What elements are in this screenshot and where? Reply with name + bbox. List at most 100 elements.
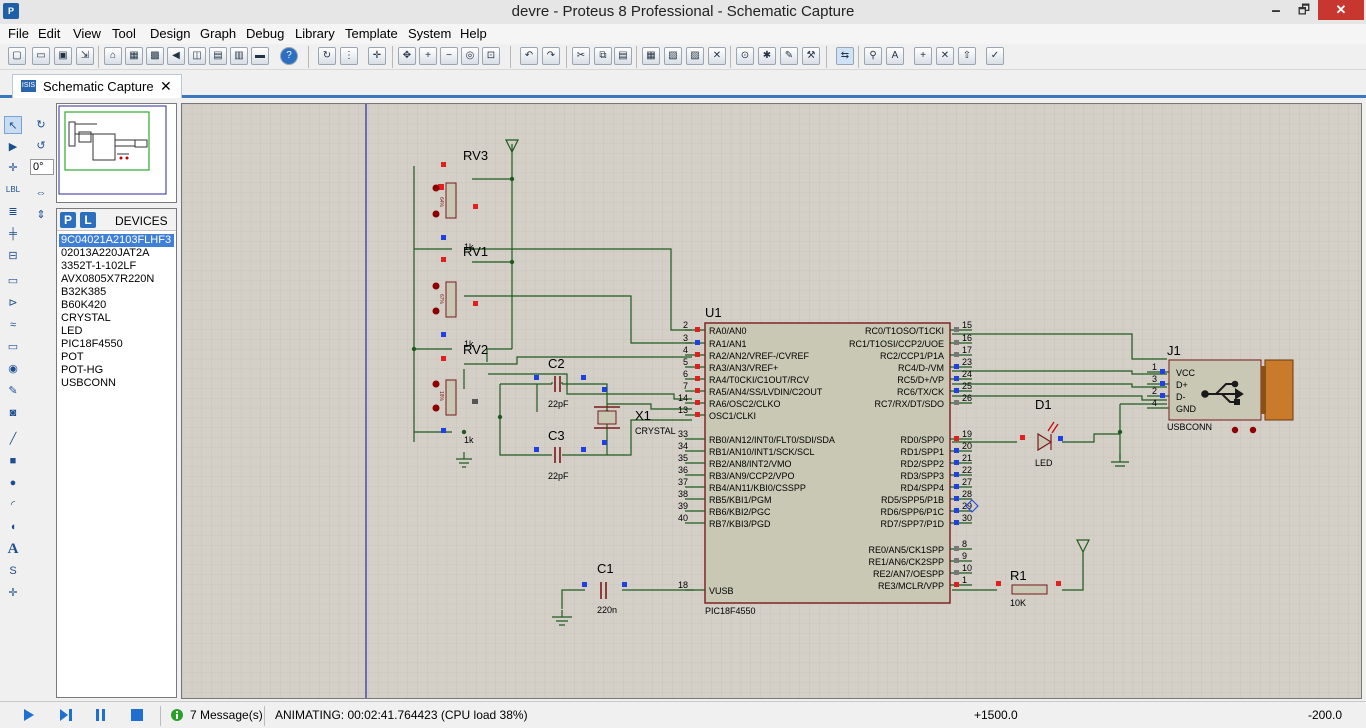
save-icon[interactable]: ▣ [54,47,72,65]
generator-icon[interactable]: ◉ [8,363,18,375]
property-assignment-icon[interactable]: A [886,47,904,65]
menu-file[interactable]: File [8,26,29,41]
pick-device-icon[interactable]: ⊙ [736,47,754,65]
block-rotate-icon[interactable]: ▨ [686,47,704,65]
circle-2d-icon[interactable]: ● [9,477,17,489]
device-pins-icon[interactable]: ⊳ [8,297,18,309]
device-item[interactable]: POT-HG [61,364,104,376]
block-move-icon[interactable]: ▧ [664,47,682,65]
pan-icon[interactable]: ✥ [398,47,416,65]
origin-icon[interactable]: ✛ [368,47,386,65]
text-2d-icon[interactable]: A [7,541,19,557]
play-icon[interactable] [22,708,36,722]
device-item[interactable]: 9C04021A2103FLHF3 [59,234,174,247]
copy-icon[interactable]: ⧉ [594,47,612,65]
voltage-probe-icon[interactable]: ✎ [8,385,18,397]
device-item[interactable]: LED [61,325,83,337]
device-item[interactable]: PIC18F4550 [61,338,123,350]
menu-graph[interactable]: Graph [200,26,237,41]
terminals-icon[interactable]: ▭ [7,275,19,287]
step-icon[interactable] [58,708,74,722]
info-icon[interactable] [170,708,184,722]
mirror-horizontal-icon[interactable]: ⇔ [35,187,47,199]
grid-toggle-icon[interactable]: ⋮ [340,47,358,65]
bill-of-materials-icon[interactable]: ▥ [230,47,248,65]
new-sheet-icon[interactable]: + [914,47,932,65]
device-item[interactable]: POT [61,351,84,363]
overview-window[interactable] [56,103,177,203]
menu-template[interactable]: Template [345,26,398,41]
tab-close-icon[interactable]: ✕ [160,78,172,94]
minimize-button[interactable]: 🗕 [1271,2,1281,17]
pause-icon[interactable] [94,708,108,722]
close-button[interactable]: ✕ [1318,0,1364,20]
electrical-rule-check-icon[interactable]: ✓ [986,47,1004,65]
block-copy-icon[interactable]: ▦ [642,47,660,65]
device-item[interactable]: USBCONN [61,377,117,389]
redo-icon[interactable]: ↷ [542,47,560,65]
zoom-out-icon[interactable]: − [440,47,458,65]
zoom-area-icon[interactable]: ⊡ [482,47,500,65]
u1-body[interactable] [704,322,951,604]
make-device-icon[interactable]: ✱ [758,47,776,65]
menu-edit[interactable]: Edit [38,26,61,41]
arc-2d-icon[interactable]: ◜ [10,499,16,511]
3d-visualizer-icon[interactable]: ◀ [167,47,185,65]
zoom-all-icon[interactable]: ◎ [461,47,479,65]
mirror-vertical-icon[interactable]: ⇕ [36,209,46,221]
library-manager-button[interactable]: L [80,212,96,228]
remove-sheet-icon[interactable]: ✕ [936,47,954,65]
menu-library[interactable]: Library [295,26,335,41]
zoom-in-icon[interactable]: + [419,47,437,65]
undo-icon[interactable]: ↶ [520,47,538,65]
new-file-icon[interactable]: ▢ [8,47,26,65]
tape-recorder-icon[interactable]: ▭ [7,341,19,353]
gerber-icon[interactable]: ◫ [188,47,206,65]
cut-icon[interactable]: ✂ [572,47,590,65]
device-item[interactable]: 02013A220JAT2A [61,247,150,259]
menu-tool[interactable]: Tool [112,26,136,41]
device-item[interactable]: 3352T-1-102LF [61,260,137,272]
subcircuit-icon[interactable]: ⊟ [8,250,18,262]
wire-autorouter-icon[interactable]: ⇆ [836,47,854,65]
stop-icon[interactable] [130,708,144,722]
graph-mode-icon[interactable]: ≈ [9,319,17,331]
schematic-canvas[interactable]: 64% 67% 18% RV3 RV1 RV2 1k 1k 1k C2 22pF… [181,103,1362,699]
packaging-tool-icon[interactable]: ✎ [780,47,798,65]
device-item[interactable]: CRYSTAL [61,312,111,324]
menu-design[interactable]: Design [150,26,191,41]
marker-2d-icon[interactable]: ✛ [8,587,18,599]
j1-body[interactable] [1168,359,1262,421]
selection-mode-icon[interactable]: ↖ [4,116,22,134]
rotate-clockwise-icon[interactable]: ↻ [36,119,46,131]
rotation-angle-field[interactable]: 0° [30,159,54,175]
buses-icon[interactable]: ╪ [9,228,17,240]
tab-schematic-capture[interactable]: ISIS Schematic Capture ✕ [12,74,182,98]
